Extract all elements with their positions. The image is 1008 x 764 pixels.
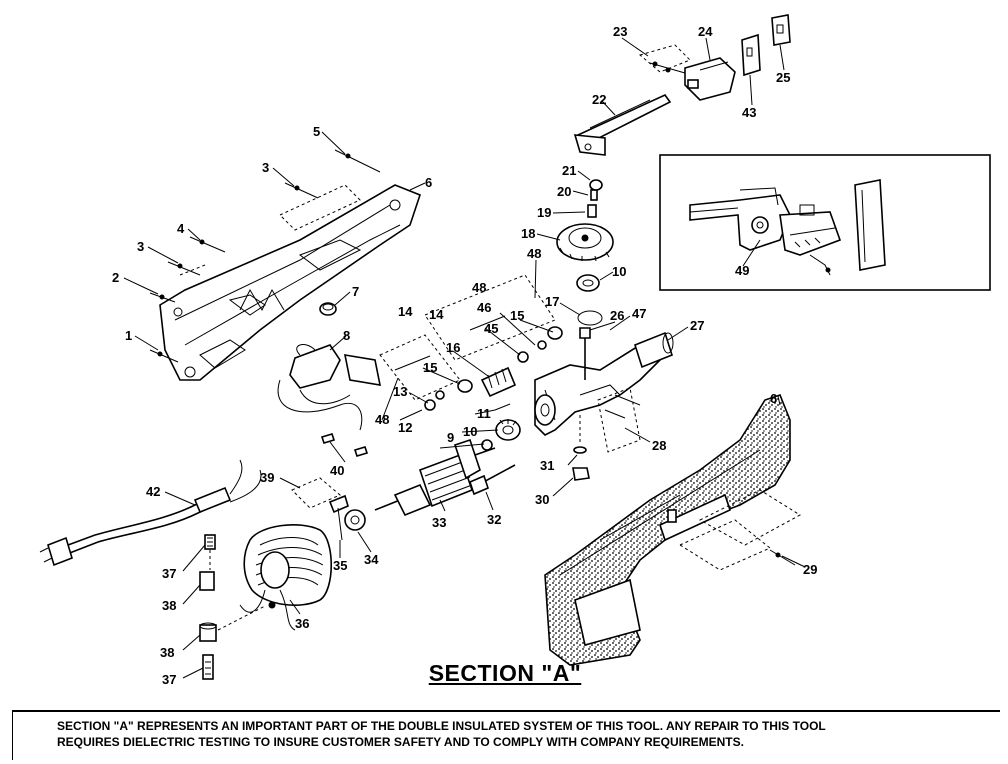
part-8-switch xyxy=(277,344,382,431)
part-37-38-upper xyxy=(199,534,216,591)
part-40-terminals xyxy=(320,433,369,457)
callout-28: 28 xyxy=(652,438,666,453)
callout-12: 12 xyxy=(398,420,412,435)
section-title: SECTION "A" xyxy=(428,660,582,686)
part-31-30-nut xyxy=(572,446,590,481)
callout-9: 9 xyxy=(447,430,454,445)
part-42-power-cord xyxy=(39,459,262,567)
part-27-gear-housing xyxy=(534,327,674,453)
callout-10: 10 xyxy=(463,424,477,439)
callout-7: 7 xyxy=(352,284,359,299)
callout-14: 14 xyxy=(398,304,413,319)
callout-43: 43 xyxy=(742,105,756,120)
callout-48: 48 xyxy=(527,246,541,261)
callout-37: 37 xyxy=(162,566,176,581)
callout-47: 47 xyxy=(632,306,646,321)
callout-31: 31 xyxy=(540,458,554,473)
housing-half-right xyxy=(544,394,801,666)
callout-10: 10 xyxy=(612,264,626,279)
callout-29: 29 xyxy=(803,562,817,577)
callout-33: 33 xyxy=(432,515,446,530)
callout-19: 19 xyxy=(537,205,551,220)
callout-5: 5 xyxy=(313,124,320,139)
callout-2: 2 xyxy=(112,270,119,285)
callout-17: 17 xyxy=(545,294,559,309)
callout-38: 38 xyxy=(162,598,176,613)
inset-detail-49 xyxy=(659,154,991,291)
notice-box: SECTION "A" REPRESENTS AN IMPORTANT PART… xyxy=(12,710,1000,760)
callout-1: 1 xyxy=(125,328,132,343)
callout-21: 21 xyxy=(562,163,576,178)
leader-lines xyxy=(123,37,806,679)
callout-4: 4 xyxy=(177,221,185,236)
callout-6: 6 xyxy=(770,391,777,406)
callout-45: 45 xyxy=(484,321,498,336)
callout-46: 46 xyxy=(477,300,491,315)
callout-42: 42 xyxy=(146,484,160,499)
part-7-cap xyxy=(319,302,337,316)
callout-48: 48 xyxy=(375,412,389,427)
callout-15: 15 xyxy=(423,360,437,375)
housing-screws xyxy=(149,149,381,363)
exploded-parts-diagram: 1 2 3 4 3 5 6 7 8 23 24 25 43 22 21 20 1… xyxy=(39,14,991,687)
callout-3: 3 xyxy=(262,160,269,175)
gear-train-parts xyxy=(379,274,563,496)
callout-18: 18 xyxy=(521,226,535,241)
callout-40: 40 xyxy=(330,463,344,478)
notice-line-1: SECTION "A" REPRESENTS AN IMPORTANT PART… xyxy=(57,719,826,733)
callout-6: 6 xyxy=(425,175,432,190)
callout-39: 39 xyxy=(260,470,274,485)
callout-11: 11 xyxy=(477,406,491,421)
callout-8: 8 xyxy=(343,328,350,343)
callout-labels: 1 2 3 4 3 5 6 7 8 23 24 25 43 22 21 20 1… xyxy=(112,24,817,687)
part-22-plunger-bar xyxy=(573,93,672,156)
callout-13: 13 xyxy=(393,384,407,399)
callout-48: 48 xyxy=(472,280,486,295)
callout-37: 37 xyxy=(162,672,176,687)
callout-36: 36 xyxy=(295,616,309,631)
part-39-35-34-brush xyxy=(291,477,366,541)
callout-32: 32 xyxy=(487,512,501,527)
callout-20: 20 xyxy=(557,184,571,199)
callout-16: 16 xyxy=(446,340,460,355)
part-24-blade-clamp xyxy=(638,14,791,101)
callout-15: 15 xyxy=(510,308,524,323)
callout-30: 30 xyxy=(535,492,549,507)
callout-49: 49 xyxy=(735,263,749,278)
notice-line-2: REQUIRES DIELECTRIC TESTING TO INSURE CU… xyxy=(57,735,744,749)
housing-half-left xyxy=(159,184,421,381)
callout-23: 23 xyxy=(613,24,627,39)
callout-24: 24 xyxy=(698,24,713,39)
callout-3: 3 xyxy=(137,239,144,254)
callout-34: 34 xyxy=(364,552,379,567)
callout-14: 14 xyxy=(429,307,444,322)
callout-27: 27 xyxy=(690,318,704,333)
callout-38: 38 xyxy=(160,645,174,660)
part-18-crank-gear xyxy=(556,179,614,326)
part-36-field-coil xyxy=(239,524,333,631)
callout-25: 25 xyxy=(776,70,790,85)
callout-26: 26 xyxy=(610,308,624,323)
part-37-38-lower xyxy=(199,605,266,680)
part-33-armature xyxy=(374,438,496,517)
callout-35: 35 xyxy=(333,558,347,573)
callout-22: 22 xyxy=(592,92,606,107)
